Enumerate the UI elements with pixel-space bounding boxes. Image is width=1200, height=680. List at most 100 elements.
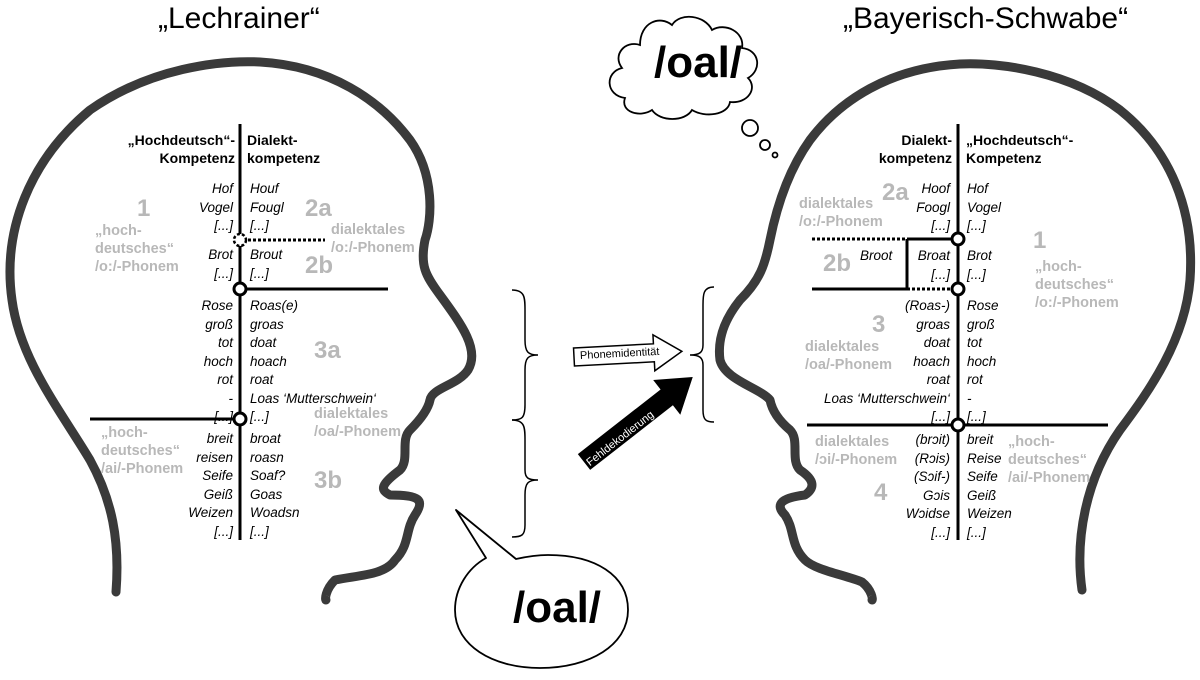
word: breit	[967, 432, 994, 447]
left-label-3b: 3b	[314, 467, 343, 494]
word: tot	[217, 335, 233, 350]
word: [...]	[214, 265, 233, 281]
word: Rose	[967, 298, 999, 313]
word: doat	[923, 335, 950, 350]
word: Hof	[211, 181, 233, 196]
word: roasn	[250, 449, 284, 465]
word: [...]	[214, 409, 233, 424]
word: broat	[250, 431, 281, 446]
word: (brɔit)	[915, 432, 951, 447]
word: [...]	[967, 266, 986, 282]
brace-right	[689, 286, 715, 423]
word: hoach	[913, 353, 950, 369]
right-2b-standard-words: Brot [...]	[967, 247, 992, 284]
left-3a-dialect-words: Roas(e) groas doat hoach roat Loas ‘Mutt…	[250, 297, 376, 427]
word: tot	[967, 335, 983, 350]
right-header-standard-competence: „Hochdeutsch“- Kompetenz	[966, 132, 1074, 166]
word: Loas ‘Mutterschwein‘	[823, 390, 950, 406]
word: rot	[967, 372, 983, 387]
word: [...]	[931, 524, 950, 540]
word: hoach	[250, 353, 287, 369]
left-2b-dialect-words: Brout [...]	[250, 246, 282, 283]
word: Broat	[917, 248, 950, 263]
right-4-standard-words: breit Reise Seife Geiß Weizen [...]	[967, 431, 1012, 542]
left-3a-standard-words: Rose groß tot hoch rot - [...]	[201, 297, 233, 427]
right-label-3: 3	[872, 311, 886, 338]
word: -	[967, 390, 972, 406]
right-label-standard-ai-phoneme: „hoch- deutsches“ /ai/-Phonem	[1008, 434, 1091, 486]
word: [...]	[250, 409, 269, 424]
right-2a-standard-words: Hof Vogel [...]	[967, 180, 1001, 236]
left-label-dialect-oa-phoneme: dialektales /oa/-Phonem	[314, 406, 402, 440]
word: reisen	[196, 449, 233, 465]
left-2b-standard-words: Brot [...]	[208, 246, 233, 283]
word: [...]	[250, 218, 269, 233]
word: [...]	[250, 265, 269, 281]
word: roat	[250, 372, 274, 387]
right-2b-outer-word: Broot	[860, 248, 893, 263]
word: groß	[205, 316, 233, 332]
word: (Roas-)	[904, 298, 950, 313]
word: [...]	[967, 524, 986, 540]
left-2a-standard-words: Hof Vogel [...]	[199, 180, 233, 236]
left-header-dialect-competence: Dialekt- kompetenz	[247, 132, 321, 166]
left-label-standard-ai-phoneme: „hoch- deutsches“ /ai/-Phonem	[101, 425, 184, 477]
left-label-1: 1	[137, 195, 151, 222]
left-label-2a: 2a	[305, 195, 332, 222]
word: breit	[206, 431, 233, 446]
right-label-4: 4	[874, 479, 888, 506]
thought-bubble-text: /oal/	[654, 38, 743, 87]
word: hoch	[203, 353, 233, 369]
left-label-dialect-o-phoneme: dialektales /o:/-Phonem	[331, 222, 415, 256]
word: Brout	[250, 247, 283, 262]
left-3b-dialect-words: broat roasn Soaf? Goas Woadsn [...]	[250, 430, 300, 541]
word: [...]	[931, 266, 950, 282]
word: (Rɔis)	[914, 450, 950, 466]
right-header-dialect-competence: Dialekt- kompetenz	[878, 132, 952, 166]
word: [...]	[214, 218, 233, 233]
right-3-standard-words: Rose groß tot hoch rot - [...]	[967, 297, 999, 427]
word: groß	[967, 316, 995, 332]
right-head-outline	[714, 59, 1196, 605]
left-label-2b: 2b	[305, 252, 334, 279]
word: Weizen	[967, 506, 1012, 521]
left-node-dashed	[232, 232, 248, 248]
right-2b-dialect-words: Broat [...]	[918, 247, 950, 284]
word: doat	[250, 335, 277, 350]
word: Gɔis	[923, 487, 950, 503]
word: [...]	[967, 409, 986, 424]
left-label-standard-o-phoneme: „hoch- deutsches“ /o:/-Phonem	[95, 223, 179, 275]
word: Rose	[201, 298, 233, 313]
word: groas	[250, 316, 284, 332]
word: [...]	[931, 409, 950, 424]
right-speaker-title: „Bayerisch-Schwabe“	[843, 2, 1129, 35]
word: rot	[217, 372, 233, 387]
word: Soaf?	[250, 468, 286, 483]
right-label-2a: 2a	[882, 179, 909, 206]
right-4-dialect-words: (brɔit) (Rɔis) (Sɔif-) Gɔis Wɔidse [...]	[906, 431, 950, 542]
word: Geiß	[967, 487, 997, 503]
speech-bubble-text: /oal/	[513, 583, 602, 632]
word: Wɔidse	[905, 506, 950, 521]
right-label-2b: 2b	[823, 250, 852, 277]
word: Vogel	[198, 199, 233, 215]
right-label-dialect-oi-phoneme: dialektales /ɔi/-Phonem	[815, 434, 898, 468]
right-3-dialect-words: (Roas-) groas doat hoach roat Loas ‘Mutt…	[824, 297, 950, 427]
word: Reise	[967, 450, 1002, 466]
word: -	[228, 390, 234, 406]
word: Brot	[967, 248, 992, 263]
left-label-3a: 3a	[314, 337, 341, 364]
left-2a-dialect-words: Houf Fougl [...]	[250, 180, 284, 236]
brace-3a	[511, 289, 539, 421]
left-speaker-title: „Lechrainer“	[158, 2, 320, 35]
left-3b-standard-words: breit reisen Seife Geiß Weizen [...]	[188, 430, 233, 541]
left-head-outline	[5, 57, 477, 605]
word: Roas(e)	[250, 298, 299, 313]
word: Fougl	[250, 199, 284, 215]
left-node-2	[232, 281, 248, 297]
right-label-1: 1	[1033, 227, 1047, 254]
left-header-standard-competence: „Hochdeutsch“- Kompetenz	[127, 132, 235, 166]
word: (Sɔif-)	[914, 469, 950, 484]
word: Hoof	[921, 181, 950, 196]
